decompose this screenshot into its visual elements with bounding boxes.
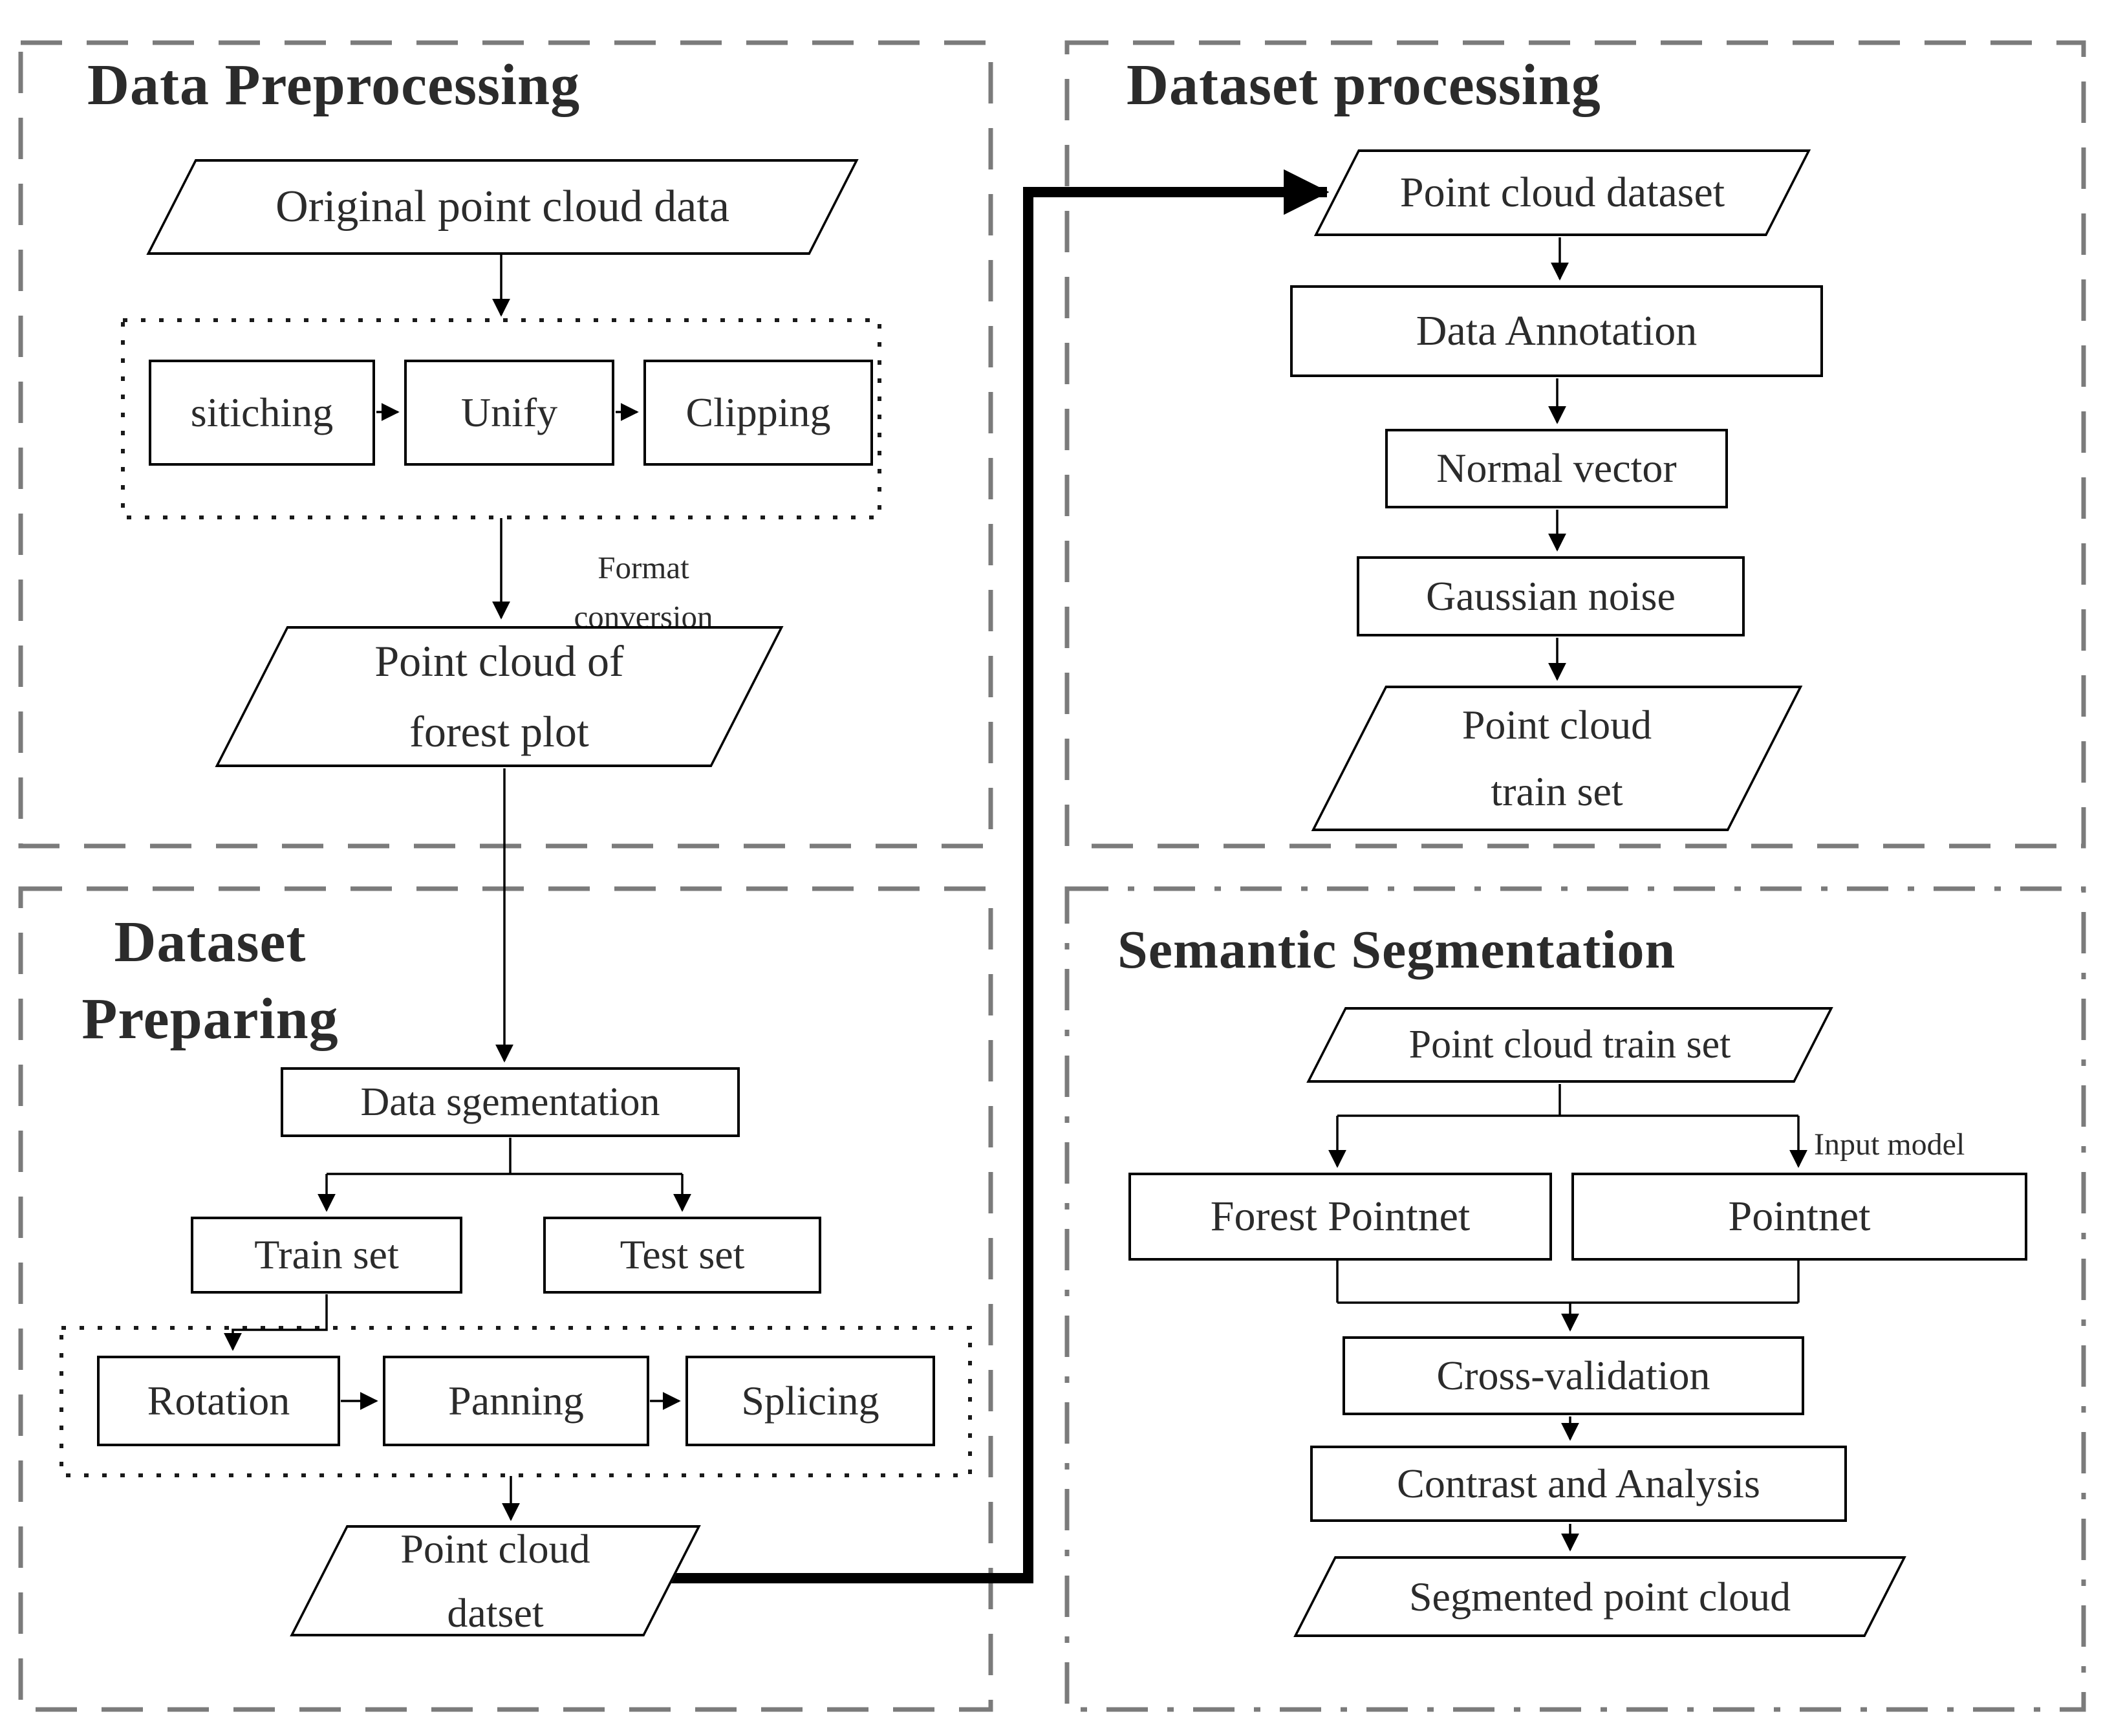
node-forest-plot: Point cloud of forest plot [215, 626, 784, 767]
node-splicing: Splicing [685, 1356, 935, 1446]
node-data-annotation: Data Annotation [1290, 285, 1823, 377]
label-input-model: Input model [1814, 1127, 1965, 1162]
node-forest-pointnet: Forest Pointnet [1128, 1173, 1552, 1261]
node-train-set: Train set [191, 1217, 462, 1294]
node-original-point-cloud: Original point cloud data [146, 159, 859, 255]
node-point-cloud-datset-line2: datset [447, 1590, 544, 1636]
title-dataset-preparing-line2: Preparing [81, 986, 339, 1051]
node-point-cloud-train-set-out-line2: train set [1491, 768, 1623, 814]
title-semantic-segmentation: Semantic Segmentation [1117, 920, 1676, 980]
node-test-set: Test set [543, 1217, 821, 1294]
node-unify: Unify [404, 360, 614, 466]
node-rotation: Rotation [97, 1356, 340, 1446]
node-point-cloud-dataset: Point cloud dataset [1313, 149, 1811, 236]
title-dataset-preparing-line1: Dataset [114, 910, 307, 974]
node-point-cloud-train-set-in: Point cloud train set [1306, 1007, 1833, 1083]
node-point-cloud-train-set-out-line1: Point cloud [1461, 702, 1652, 748]
edge-split-train-test-stem [327, 1138, 682, 1175]
panel-semantic-segmentation [1064, 886, 2086, 1712]
node-pointnet: Pointnet [1571, 1173, 2027, 1261]
dotted-group-augmentation-steps [59, 1326, 972, 1477]
thick-connector-datset-to-dataset [656, 169, 1330, 1583]
edge-train-to-rotation [224, 1294, 328, 1351]
node-clipping: Clipping [643, 360, 873, 466]
node-forest-plot-line1: Point cloud of [374, 636, 624, 686]
edge-trainset-split-stem [1337, 1084, 1798, 1117]
panel-dataset-processing [1064, 40, 2086, 849]
dotted-group-preprocessing-steps [121, 318, 881, 519]
node-segmented-point-cloud: Segmented point cloud [1293, 1556, 1906, 1637]
node-segmented-point-cloud-label: Segmented point cloud [1408, 1573, 1791, 1620]
node-gaussian-noise: Gaussian noise [1357, 556, 1745, 636]
panel-dataset-preparing [18, 886, 993, 1712]
edge-merge-models-stem [1336, 1261, 1800, 1304]
node-forest-plot-line2: forest plot [409, 707, 589, 756]
label-format-conversion-line1: Format [598, 550, 689, 585]
node-point-cloud-train-set-out: Point cloud train set [1311, 686, 1803, 831]
node-point-cloud-train-set-in-label: Point cloud train set [1408, 1023, 1731, 1067]
node-point-cloud-datset: Point cloud datset [290, 1525, 701, 1636]
node-contrast-analysis: Contrast and Analysis [1310, 1446, 1847, 1522]
node-point-cloud-dataset-label: Point cloud dataset [1399, 169, 1725, 216]
title-data-preprocessing: Data Preprocessing [87, 53, 581, 117]
node-original-point-cloud-label: Original point cloud data [275, 182, 729, 232]
node-stitching: sitiching [149, 360, 375, 466]
node-point-cloud-datset-line1: Point cloud [400, 1525, 590, 1572]
node-data-segmentation: Data sgementation [281, 1067, 740, 1137]
panel-data-preprocessing [18, 40, 993, 849]
title-dataset-preparing: Dataset Preparing [55, 904, 365, 1058]
node-cross-validation: Cross-validation [1343, 1336, 1804, 1415]
node-panning: Panning [383, 1356, 649, 1446]
title-dataset-processing: Dataset processing [1127, 53, 1601, 117]
node-normal-vector: Normal vector [1385, 429, 1728, 508]
